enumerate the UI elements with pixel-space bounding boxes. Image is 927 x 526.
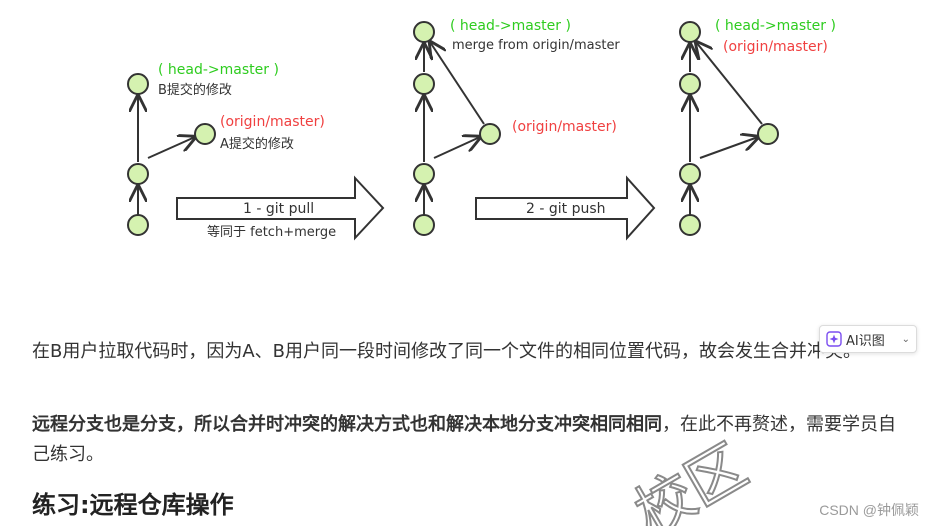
head-label: ( head->master ) (715, 18, 836, 34)
edge (147, 137, 195, 159)
paragraph-resolution-rest: ，在此不再赘述，需要学员自己练习。 (32, 414, 896, 465)
commit-node (413, 214, 435, 236)
paragraph-resolution-bold: 远程分支也是分支，所以合并时冲突的解决方式也和解决本地分支冲突相同相同 (32, 414, 662, 435)
csdn-watermark: CSDN @钟佩颖 (819, 502, 919, 518)
merge-label: merge from origin/master (452, 38, 620, 53)
paragraph-resolution: 远程分支也是分支，所以合并时冲突的解决方式也和解决本地分支冲突相同相同，在此不再… (32, 410, 912, 470)
chevron-down-icon: ⌄ (901, 333, 910, 345)
commit-node (679, 21, 701, 43)
git-push-label: 2 - git push (526, 201, 606, 217)
edge (430, 42, 485, 125)
origin-label: (origin/master) (723, 39, 828, 55)
commit-node (679, 214, 701, 236)
commit-node (413, 73, 435, 95)
edge (433, 137, 480, 159)
edge (699, 137, 758, 159)
git-workflow-diagram: ( head->master ) B提交的修改 (origin/master) … (127, 18, 836, 241)
git-pull-label: 1 - git pull (243, 201, 314, 217)
commit-node (127, 73, 149, 95)
sparkle-icon (826, 331, 842, 347)
commit-node (127, 163, 149, 185)
ai-button-label: AI识图 (846, 333, 885, 349)
ai-image-recognition-button[interactable]: AI识图 ⌄ (819, 325, 917, 353)
git-pull-arrow: 1 - git pull 等同于 fetch+merge (176, 175, 385, 241)
commit-node (479, 123, 501, 145)
commit-node (127, 214, 149, 236)
commit-node (194, 123, 216, 145)
edge (696, 42, 763, 125)
stamp-text: 校区 (623, 431, 757, 526)
commit-node (413, 163, 435, 185)
git-push-arrow: 2 - git push (475, 175, 656, 241)
panel-2: ( head->master ) merge from origin/maste… (413, 18, 620, 236)
head-label: ( head->master ) (450, 18, 571, 34)
b-commit-label: B提交的修改 (158, 82, 232, 98)
origin-label: (origin/master) (220, 114, 325, 130)
section-heading: 练习:远程仓库操作 (32, 491, 234, 519)
git-pull-sublabel: 等同于 fetch+merge (207, 224, 336, 240)
paragraph-conflict: 在B用户拉取代码时，因为A、B用户同一段时间修改了同一个文件的相同位置代码，故会… (32, 341, 862, 362)
commit-node (413, 21, 435, 43)
commit-node (679, 73, 701, 95)
a-commit-label: A提交的修改 (220, 136, 294, 152)
origin-label: (origin/master) (512, 119, 617, 135)
commit-node (757, 123, 779, 145)
head-label: ( head->master ) (158, 62, 279, 78)
panel-3: ( head->master ) (origin/master) (679, 18, 836, 236)
commit-node (679, 163, 701, 185)
panel-1: ( head->master ) B提交的修改 (origin/master) … (127, 62, 325, 236)
stamp-watermark: 校区 (622, 430, 758, 526)
